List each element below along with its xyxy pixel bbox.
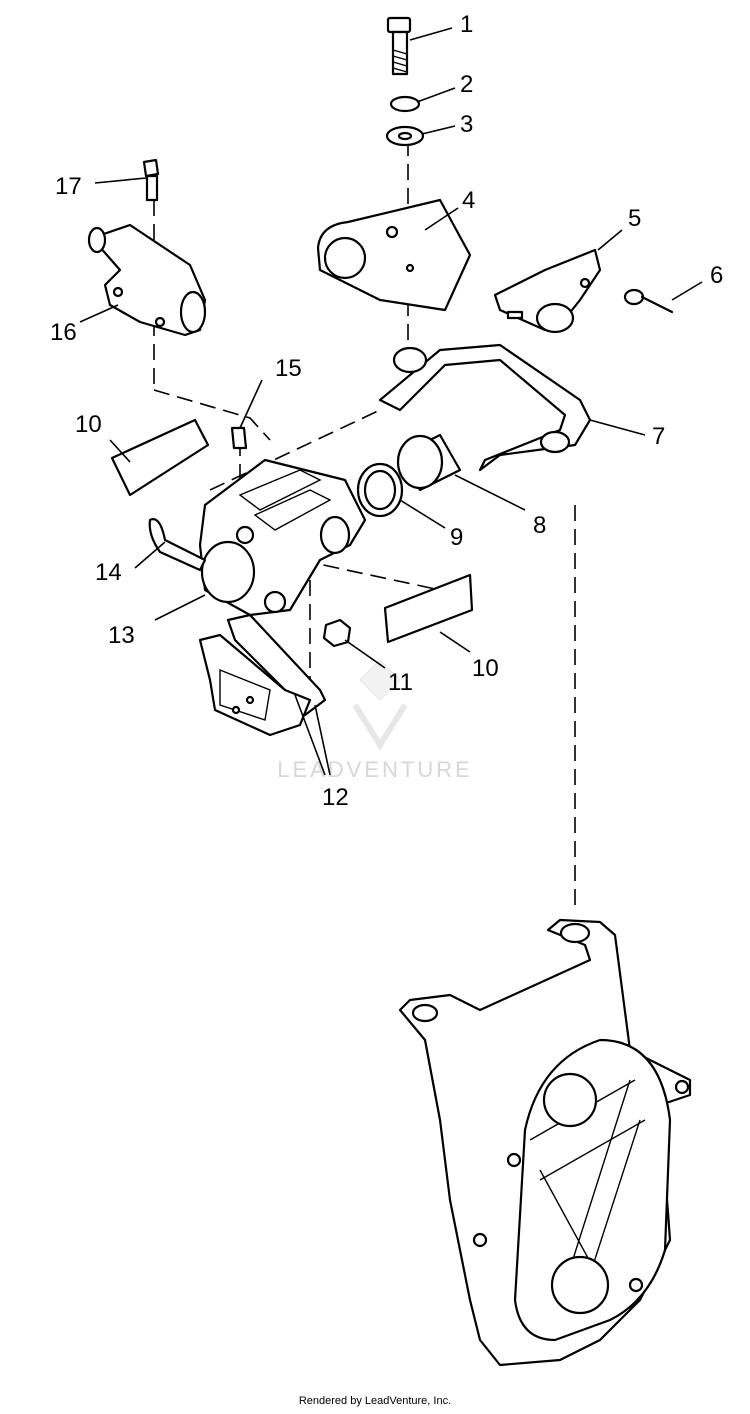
callout-5: 5 (628, 205, 641, 232)
callout-3: 3 (460, 111, 473, 138)
callout-16: 16 (50, 319, 77, 346)
callout-1: 1 (460, 11, 473, 38)
callout-15: 15 (275, 355, 302, 382)
callout-labels: 1 2 3 4 5 6 7 8 9 10 10 11 12 13 14 15 1… (50, 11, 723, 811)
part-12-brake-pads (198, 613, 327, 737)
footer-credit: Rendered by LeadVenture, Inc. (298, 1395, 452, 1407)
part-15-bleeder (230, 426, 248, 450)
watermark-logo (352, 659, 408, 751)
callout-7: 7 (652, 423, 665, 450)
part-1-bolt (386, 16, 412, 76)
part-2-lock-washer (389, 95, 421, 113)
part-10-shim-lower (383, 573, 474, 644)
callout-6: 6 (710, 262, 723, 289)
callout-9: 9 (450, 524, 463, 551)
part-16-housing (87, 223, 207, 337)
leader-lines (79, 27, 703, 776)
callout-17: 17 (55, 173, 82, 200)
part-7-bracket (378, 343, 592, 472)
callout-10-upper: 10 (75, 411, 102, 438)
callout-4: 4 (462, 187, 475, 214)
callout-11: 11 (388, 669, 413, 696)
part-5-arm (493, 248, 602, 334)
part-6-screw (623, 288, 674, 314)
callout-8: 8 (533, 512, 546, 539)
part-14-brake-line (148, 518, 207, 572)
part-10-shim-upper (110, 418, 210, 497)
callout-13: 13 (108, 622, 135, 649)
callout-14: 14 (95, 559, 122, 586)
part-4-mount-plate (316, 198, 472, 312)
part-8-piston (396, 433, 462, 492)
part-9-seal-ring (356, 462, 404, 518)
callout-10-lower: 10 (472, 655, 499, 682)
part-17-bolt (142, 158, 160, 202)
callout-12: 12 (322, 784, 349, 811)
part-11-nut (322, 618, 352, 648)
chaincase-housing (398, 918, 692, 1367)
watermark-text: LEADVENTURE (277, 757, 473, 782)
part-13-caliper-body (198, 458, 367, 617)
callout-2: 2 (460, 71, 473, 98)
part-3-flat-washer (385, 125, 425, 147)
